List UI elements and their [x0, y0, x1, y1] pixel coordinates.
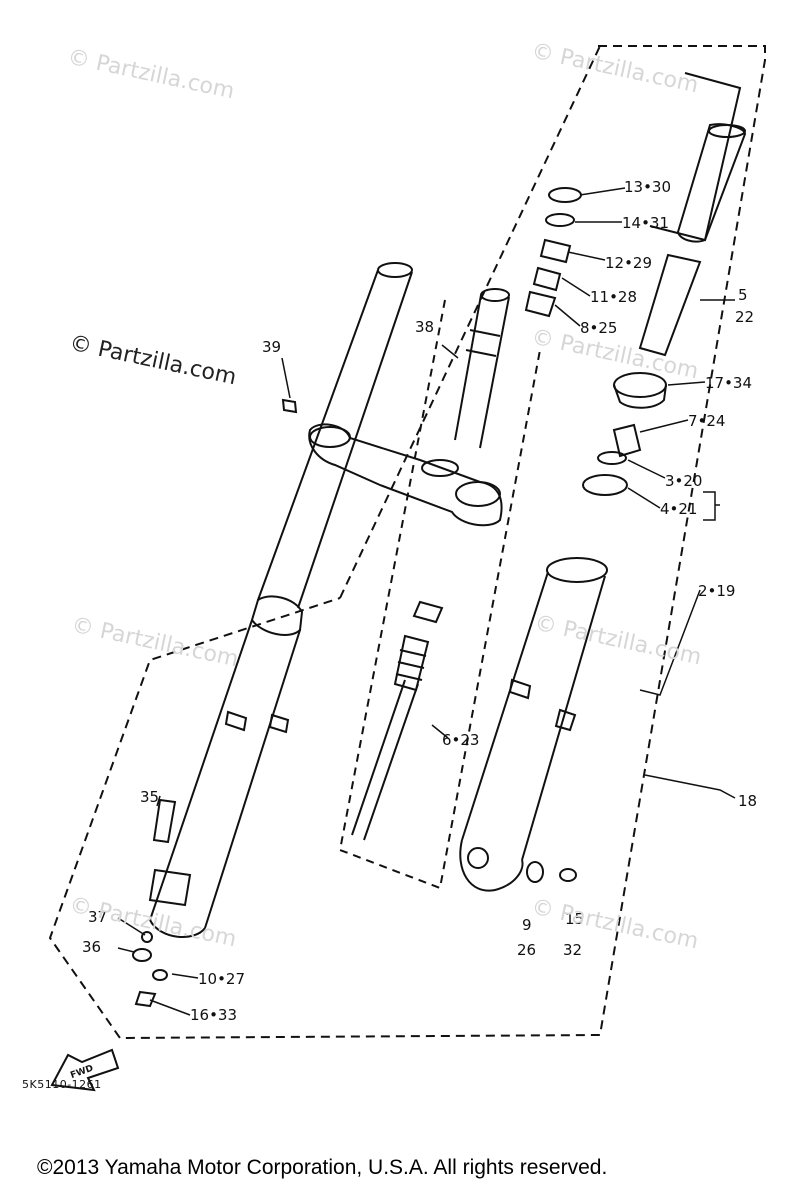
- callout-35: 35: [140, 788, 159, 806]
- callout-7-24: 7•24: [688, 412, 725, 430]
- fork-cap-parts: [524, 187, 582, 318]
- left-inner-tube: [257, 262, 413, 609]
- diagram-code: 5K5110-1261: [22, 1078, 102, 1091]
- callout-12-29: 12•29: [605, 254, 652, 272]
- callout-22: 22: [735, 308, 754, 326]
- leader-lines: [117, 187, 736, 1016]
- callout-15: 15: [565, 910, 584, 928]
- seal-parts: [582, 372, 667, 496]
- callout-18: 18: [738, 792, 757, 810]
- callout-4-21: 4•21: [660, 500, 697, 518]
- callout-38: 38: [415, 318, 434, 336]
- callout-16-33: 16•33: [190, 1006, 237, 1024]
- callout-13-30: 13•30: [624, 178, 671, 196]
- small-hardware: [132, 398, 577, 1008]
- callout-5: 5: [738, 286, 748, 304]
- callout-39: 39: [262, 338, 281, 356]
- callout-11-28: 11•28: [590, 288, 637, 306]
- callout-6-23: 6•23: [442, 731, 479, 749]
- steering-stem: [454, 288, 510, 449]
- assembly-boundary: [48, 45, 766, 1040]
- callout-32: 32: [563, 941, 582, 959]
- right-inner-tube: [638, 72, 747, 357]
- callout-10-27: 10•27: [198, 970, 245, 988]
- left-outer-tube: [148, 595, 304, 939]
- callout-14-31: 14•31: [622, 214, 669, 232]
- right-outer-tube: [459, 557, 608, 892]
- fwd-arrow-icon: [50, 1048, 120, 1092]
- callout-26: 26: [517, 941, 536, 959]
- callout-9: 9: [522, 916, 532, 934]
- callout-17-34: 17•34: [705, 374, 752, 392]
- damper-dashed-box: [338, 299, 541, 890]
- callout-8-25: 8•25: [580, 319, 617, 337]
- callout-36: 36: [82, 938, 101, 956]
- callout-37: 37: [88, 908, 107, 926]
- inner-dashed-guide: [339, 45, 601, 599]
- copyright-notice: ©2013 Yamaha Motor Corporation, U.S.A. A…: [37, 1156, 608, 1179]
- callout-2-19: 2•19: [698, 582, 735, 600]
- damper-rod: [351, 600, 444, 841]
- lower-triple-clamp: [308, 423, 503, 527]
- callout-3-20: 3•20: [665, 472, 702, 490]
